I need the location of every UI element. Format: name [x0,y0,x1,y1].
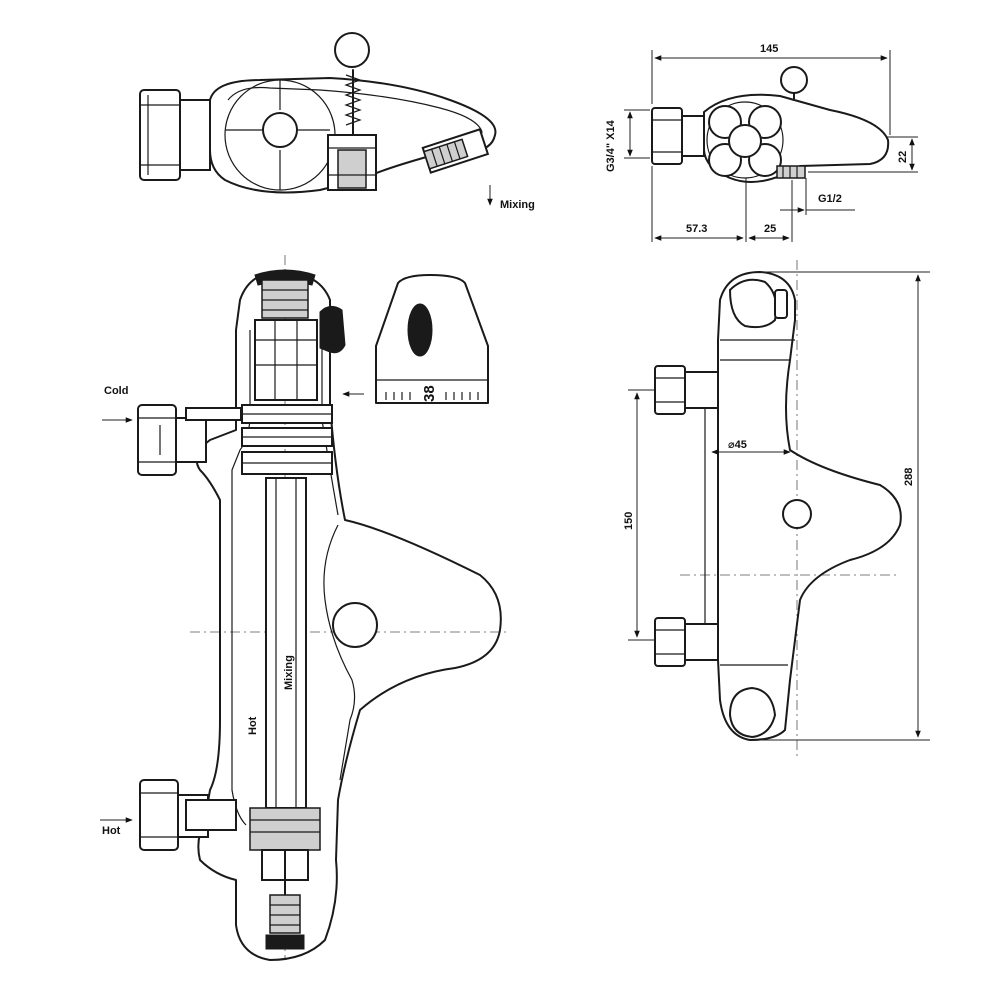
top-view-diverter-knob [334,32,370,68]
dim-outlet-thread: G1/2 [818,193,842,205]
front-view-bottom-knob [728,686,777,739]
top-view-section: Mixing [139,32,535,211]
mixing-channel-label: Mixing [283,655,295,690]
front-view-upper-inlet-nut [654,365,686,415]
dim-overall-width: 145 [760,43,778,55]
top-view-spring [344,74,362,126]
knob-detail-outline [375,274,489,404]
dim-body-diameter: ⌀45 [728,439,747,451]
dim-outlet-offset: 25 [764,223,776,235]
dim-overall-height: 288 [903,468,915,486]
hot-channel-label: Hot [247,716,259,735]
wall-mount-hole [332,602,378,648]
top-view-body-outline [209,77,497,194]
thermostat-spring-assembly [261,279,309,319]
side-view-outlet [776,165,806,179]
cold-inlet-label: Cold [104,385,128,397]
top-view-mixing-label: Mixing [500,199,535,211]
top-view-center-hole [262,112,298,148]
knob-scale-ticks [385,392,479,400]
front-view-mount-hole [782,499,812,529]
front-view-section: 150 ⌀45 288 [623,260,930,760]
cold-inlet-connector [175,417,207,463]
cold-inlet-nut [137,404,177,476]
dim-inlet-thread: G3/4" X14 [605,119,617,172]
hot-inlet-nut [139,779,179,851]
top-view-outlet-nozzle [421,128,490,174]
dim-outlet-height: 22 [897,151,909,163]
front-view-lower-inlet-nut [654,617,686,667]
knob-scale-value: 38 [421,385,438,402]
temperature-lever [319,306,346,354]
mixing-tube [265,477,307,809]
bottom-spindle [269,894,301,934]
cross-section-body-outline [195,270,502,961]
thermostatic-cartridge [254,319,318,401]
bottom-cap [265,934,305,950]
knob-grip-mark [407,303,433,357]
bottom-valve-cartridge [249,807,321,851]
top-view-hex-nut [139,89,181,181]
dim-inlet-offset: 57.3 [686,223,707,235]
side-view-round-face [706,101,784,179]
front-view-body [717,271,902,741]
top-view-connector [179,99,211,171]
hot-inlet-label: Hot [102,825,121,837]
dim-inlet-spacing: 150 [623,512,635,530]
cross-section-view: Cold Hot Hot Mixing [100,255,510,961]
temperature-knob-detail: 38 [375,274,489,404]
side-view-hex-nut [651,107,683,165]
side-view-diverter-knob [780,66,808,94]
side-view-section: 145 G3/4" X14 22 G1/2 57.3 25 [605,43,918,242]
front-view-top-knob [728,278,778,329]
